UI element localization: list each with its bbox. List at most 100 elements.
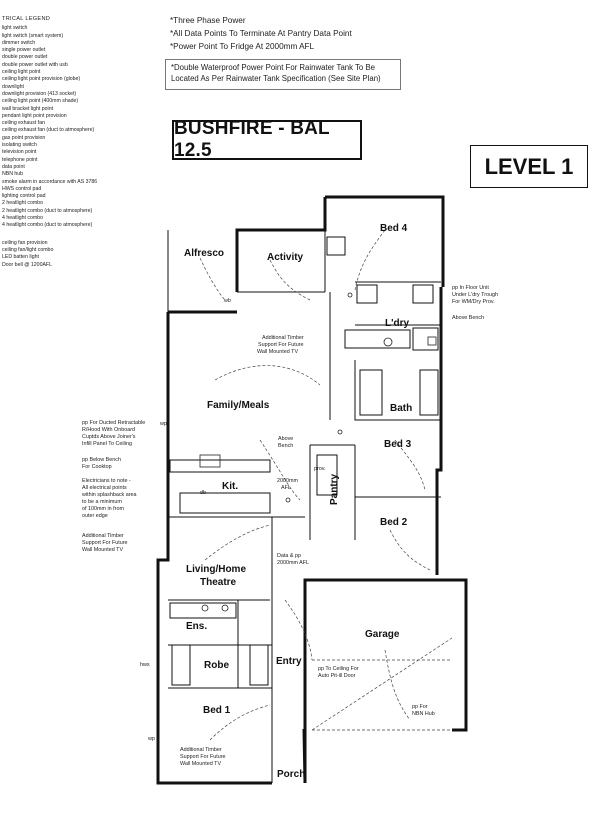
note-wb: wb (223, 298, 231, 304)
legend-item: ceiling light point (400mm shade) (2, 98, 79, 105)
note-2000-afl-2: AFL (281, 485, 291, 491)
note-above-bench2-2: Bench (278, 443, 293, 449)
legend-item: lighting control pad (2, 193, 46, 200)
note-electricians-4: to be a minimum (82, 499, 122, 505)
note-timber-a-1: Additional Timber (262, 335, 304, 341)
legend-item: pendant light point provision (2, 112, 67, 119)
legend-item: television point (2, 149, 37, 156)
note-below-bench-2: For Cooktop (82, 464, 112, 470)
room-garage: Garage (365, 629, 400, 640)
legend-item: ceiling fan/light combo (2, 246, 54, 253)
room-bed1: Bed 1 (203, 705, 231, 716)
note-electricians-2: All electrical points (82, 485, 127, 491)
room-labels: Bed 4 Alfresco Activity L'dry Family/Mea… (184, 223, 412, 780)
note-floor-unit-2: Under L'dry Trough (452, 292, 498, 298)
room-pantry: Pantry (329, 473, 340, 505)
legend-item: 2 heatlight combo (2, 200, 43, 207)
plan-annotations: pp In Floor Unit Under L'dry Trough For … (81, 285, 498, 767)
note-electricians-3: within splashback area (81, 492, 137, 498)
room-porch: Porch (277, 769, 305, 780)
note-timber-a-2: Support For Future (258, 342, 304, 348)
note-timber-c-1: Additional Timber (180, 747, 222, 753)
legend-item: 2 heatlight combo (duct to atmosphere) (2, 207, 93, 214)
note-floor-unit-1: pp In Floor Unit (452, 285, 489, 291)
legend-item: dimmer switch (2, 39, 36, 46)
rainwater-note-line2: Located As Per Rainwater Tank Specificat… (171, 74, 381, 83)
room-ensuite: Ens. (186, 621, 207, 632)
legend-heading: TRICAL LEGEND (2, 16, 51, 22)
note-hws: hws (140, 662, 150, 668)
note-electricians-6: outer edge (82, 513, 108, 519)
note-electricians-1: Electricians to note - (82, 478, 131, 484)
note-prov: prov. (314, 466, 326, 472)
legend-item: double power outlet (2, 54, 48, 61)
note-nbn-1: pp For (412, 704, 428, 710)
exterior-walls (156, 195, 468, 785)
note-below-bench-1: pp Below Bench (82, 457, 121, 463)
note-rangehood-3: Cuptds Above Joiner's (82, 434, 136, 440)
room-theatre: Theatre (200, 577, 237, 588)
note-timber-c-3: Wall Mounted TV (180, 761, 221, 767)
legend-item: light switch (smart system) (2, 32, 64, 39)
legend-item: gas point provision (2, 134, 46, 141)
legend-item: telephone point (2, 156, 38, 163)
room-family-meals: Family/Meals (207, 400, 270, 411)
room-laundry: L'dry (385, 318, 409, 329)
legend-item: isolating switch (2, 142, 37, 149)
room-activity: Activity (267, 252, 304, 263)
note-three-phase: *Three Phase Power (170, 16, 246, 25)
bushfire-rating-badge: BUSHFIRE - BAL 12.5 (172, 118, 362, 161)
note-2000-afl-1: 2000mm (277, 478, 298, 484)
note-wp-family: wp (159, 421, 167, 427)
room-bath: Bath (390, 403, 412, 414)
note-data-pp-2: 2000mm AFL (277, 560, 309, 566)
legend-item: downlight provision (413 socket) (2, 90, 77, 97)
room-alfresco: Alfresco (184, 248, 224, 259)
note-rangehood-4: Infill Panel To Ceiling (82, 441, 132, 447)
level-badge: LEVEL 1 (470, 145, 588, 188)
note-wp-bed1: wp (147, 736, 155, 742)
legend-item: wall bracket light point (2, 105, 54, 112)
room-bed2: Bed 2 (380, 517, 408, 528)
legend-item: ceiling exhaust fan (2, 120, 45, 127)
note-timber-b-1: Additional Timber (82, 533, 124, 539)
note-timber-b-3: Wall Mounted TV (82, 547, 123, 553)
room-bed3: Bed 3 (384, 439, 412, 450)
legend-item: HWS control pad (2, 185, 42, 192)
note-floor-unit-3: For WM/Dry Prov. (452, 299, 495, 305)
note-timber-b-2: Support For Future (82, 540, 128, 546)
note-rangehood-2: R/Hood With Onboard (82, 427, 135, 433)
room-living-home: Living/Home (186, 564, 246, 575)
legend-item: ceiling light point (2, 69, 41, 76)
legend-item: downlight (2, 83, 24, 90)
note-db: db (200, 490, 206, 496)
legend-item: data point (2, 163, 25, 170)
legend-item: single power outlet (2, 47, 46, 54)
legend-item: LED batten light (2, 254, 39, 261)
general-notes: *Three Phase Power *All Data Points To T… (170, 14, 352, 53)
room-bed4: Bed 4 (380, 223, 408, 234)
legend-item: ceiling fan provision (2, 239, 48, 246)
room-entry: Entry (276, 656, 302, 667)
rainwater-note-line1: *Double Waterproof Power Point For Rainw… (171, 63, 375, 72)
note-data-pp-1: Data & pp (277, 553, 301, 559)
electrical-circuits (199, 229, 453, 741)
legend-item: Door bell @ 1200AFL (2, 261, 52, 268)
legend-item: double power outlet with usb (2, 61, 68, 68)
legend-item: 4 heatlight combo (2, 215, 43, 222)
legend-item: light switch (2, 25, 28, 32)
note-above-bench2-1: Above (278, 436, 293, 442)
note-ceiling-1: pp To Ceiling For (318, 666, 359, 672)
note-data-points: *All Data Points To Terminate At Pantry … (170, 29, 352, 38)
note-nbn-2: NBN Hub (412, 711, 435, 717)
note-timber-a-3: Wall Mounted TV (257, 349, 298, 355)
note-electricians-5: of 100mm in from (82, 506, 124, 512)
note-fridge-power: *Power Point To Fridge At 2000mm AFL (170, 42, 315, 51)
legend-item: ceiling light point provision (globe) (2, 76, 81, 83)
note-ceiling-2: Auto Pit-ill Door (318, 673, 356, 679)
rainwater-note-box: *Double Waterproof Power Point For Rainw… (165, 59, 401, 90)
